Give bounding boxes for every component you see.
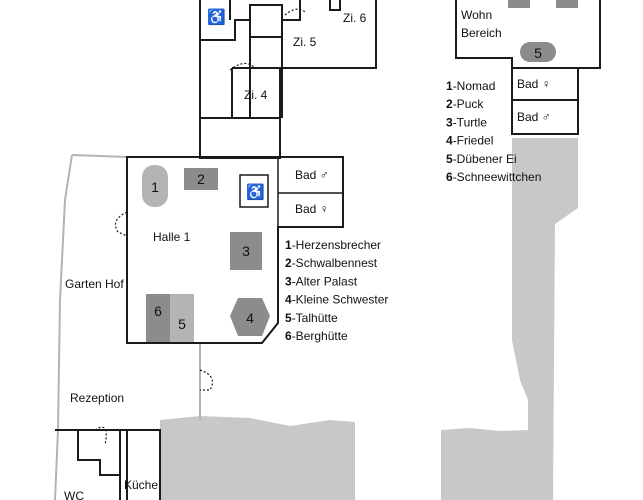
- legend-name: -Kleine Schwester: [292, 293, 389, 307]
- wohn-furniture-a: [508, 0, 530, 8]
- room-zi5: Zi. 5: [293, 35, 317, 49]
- legend-number: 3: [285, 274, 292, 288]
- marker-4-shape: [230, 298, 270, 336]
- marker-4: 4: [246, 310, 254, 326]
- legend-name: -Schneewittchen: [453, 170, 542, 184]
- legend-name: -Alter Palast: [292, 274, 358, 288]
- legend-item: 5-Dübener Ei: [446, 152, 517, 166]
- marker-5-right: 5: [534, 45, 542, 61]
- room-halle: Halle 1: [153, 230, 191, 244]
- marker-5: 5: [178, 316, 186, 332]
- wheelchair-icon: ♿: [207, 8, 226, 26]
- grey-area-bottom-right: [441, 428, 528, 500]
- legend-item: 3-Alter Palast: [285, 274, 358, 288]
- room-bad-m-right: Bad ♂: [517, 110, 551, 124]
- room-bad-m-upper: Bad ♂: [295, 168, 329, 182]
- grey-area-right: [512, 138, 578, 500]
- legend-item: 3-Turtle: [446, 115, 487, 129]
- legend-name: -Turtle: [453, 115, 488, 129]
- legend-number: 2: [446, 97, 453, 111]
- legend-name: -Puck: [453, 97, 485, 111]
- room-bereich: Bereich: [461, 26, 502, 40]
- legend-number: 6: [446, 170, 453, 184]
- room-wohn: Wohn: [461, 8, 492, 22]
- reception-building: [55, 429, 161, 500]
- marker-2: 2: [197, 171, 205, 187]
- halle-building: [126, 156, 344, 344]
- room-wc: WC: [64, 489, 84, 500]
- legend-number: 4: [285, 293, 292, 307]
- legend-number: 1: [285, 238, 292, 252]
- room-bad-w-right: Bad ♀: [517, 77, 551, 91]
- legend-name: -Berghütte: [292, 329, 348, 343]
- legend-item: 1-Nomad: [446, 79, 495, 93]
- legend-number: 1: [446, 79, 453, 93]
- legend-number: 3: [446, 115, 453, 129]
- room-garten-hof: Garten Hof: [65, 277, 124, 291]
- marker-1: 1: [151, 179, 159, 195]
- legend-item: 1-Herzensbrecher: [285, 238, 381, 252]
- room-kueche: Küche: [124, 478, 158, 492]
- legend-item: 5-Talhütte: [285, 311, 338, 325]
- grey-area-bottom-left: [160, 416, 355, 500]
- marker-3: 3: [242, 243, 250, 259]
- legend-name: -Herzensbrecher: [292, 238, 381, 252]
- marker-3-shape: [230, 232, 262, 270]
- legend-item: 6-Schneewittchen: [446, 170, 541, 184]
- legend-item: 4-Friedel: [446, 134, 493, 148]
- legend-number: 6: [285, 329, 292, 343]
- legend-name: -Schwalbennest: [292, 256, 378, 270]
- legend-item: 2-Schwalbennest: [285, 256, 378, 270]
- wheelchair-wc-box: [239, 174, 269, 208]
- door-markers: [94, 8, 306, 446]
- marker-2-shape: [184, 168, 218, 190]
- legend-name: -Nomad: [453, 79, 496, 93]
- marker-5-shape: [170, 294, 194, 342]
- wohn-building: [455, 0, 601, 135]
- room-bad-w-upper: Bad ♀: [295, 202, 329, 216]
- garden-outline-left: [54, 154, 73, 500]
- legend-number: 5: [446, 152, 453, 166]
- room-zi6: Zi. 6: [343, 11, 367, 25]
- legend-item: 4-Kleine Schwester: [285, 293, 388, 307]
- garden-outline: [71, 154, 128, 158]
- legend-name: -Dübener Ei: [453, 152, 517, 166]
- room-zi4: Zi. 4: [244, 88, 268, 102]
- wohn-furniture-b: [556, 0, 578, 8]
- legend-number: 4: [446, 134, 453, 148]
- marker-6: 6: [154, 303, 162, 319]
- legend-name: -Talhütte: [292, 311, 338, 325]
- legend-item: 6-Berghütte: [285, 329, 348, 343]
- marker-5-right-shape: [520, 42, 556, 62]
- marker-1-shape: [142, 165, 168, 207]
- legend-name: -Friedel: [453, 134, 494, 148]
- room-rezeption: Rezeption: [70, 391, 124, 405]
- legend-item: 2-Puck: [446, 97, 484, 111]
- marker-6-shape: [146, 294, 170, 342]
- wheelchair-icon: ♿: [246, 183, 265, 201]
- legend-number: 5: [285, 311, 292, 325]
- legend-number: 2: [285, 256, 292, 270]
